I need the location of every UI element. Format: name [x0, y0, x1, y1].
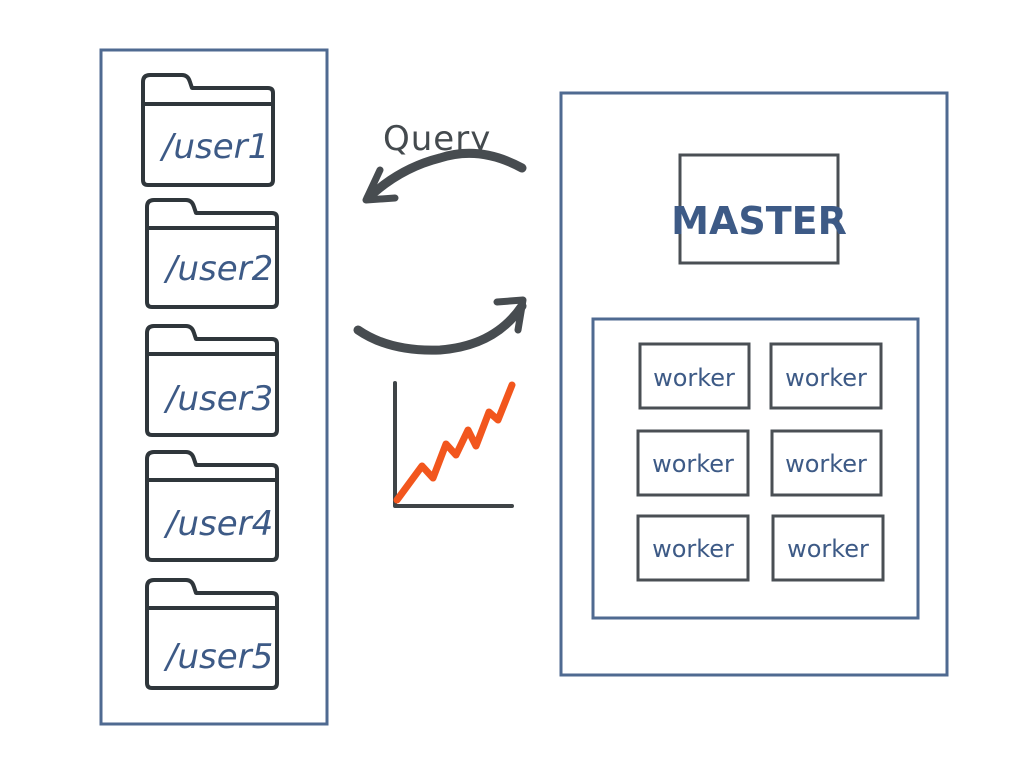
worker-box: [770, 429, 883, 497]
cluster-panel: [559, 91, 949, 677]
arrowhead-left: [362, 166, 399, 204]
worker-label: worker: [785, 450, 867, 478]
folder-user4: /user4: [145, 450, 279, 562]
storage-panel: [99, 48, 329, 726]
workers-panel: [591, 317, 920, 620]
folder-user1: /user1: [141, 73, 275, 187]
worker-label: worker: [653, 364, 735, 392]
folder-icon: [145, 198, 279, 309]
worker-box: [769, 342, 883, 410]
folder-label: /user1: [159, 127, 269, 167]
worker-node: worker: [770, 429, 883, 497]
worker-box: [636, 514, 750, 582]
folder-user2: /user2: [145, 198, 279, 309]
worker-box: [638, 342, 751, 410]
folder-icon: [145, 578, 279, 690]
folder-label: /user5: [163, 637, 273, 677]
worker-node: worker: [769, 342, 883, 410]
curved-arrow-left-icon: [363, 148, 527, 203]
master-label: MASTER: [671, 199, 847, 243]
line-chart-icon: [393, 381, 516, 508]
curved-arrow-right-icon: [353, 301, 527, 355]
worker-label: worker: [652, 450, 734, 478]
master-node: MASTER: [671, 153, 847, 265]
folder-label: /user3: [163, 379, 273, 419]
worker-label: worker: [652, 535, 734, 563]
return-arrow: [353, 296, 527, 355]
worker-node: worker: [771, 514, 885, 582]
query-arrow: Query: [362, 119, 527, 204]
folder-label: /user2: [163, 249, 273, 289]
worker-node: worker: [636, 429, 750, 497]
worker-node: worker: [638, 342, 751, 410]
worker-box: [636, 429, 750, 497]
folder-icon: [145, 324, 279, 437]
worker-label: worker: [785, 364, 867, 392]
folder-user3: /user3: [145, 324, 279, 437]
chart-axes: [393, 381, 514, 508]
folder-label: /user4: [163, 504, 273, 544]
worker-node: worker: [636, 514, 750, 582]
arrowhead-right: [493, 296, 527, 334]
folder-icon: [141, 73, 275, 187]
worker-box: [771, 514, 885, 582]
folder-user5: /user5: [145, 578, 279, 690]
folder-icon: [145, 450, 279, 562]
trend-line: [393, 381, 516, 504]
worker-label: worker: [787, 535, 869, 563]
master-box: [678, 153, 840, 265]
